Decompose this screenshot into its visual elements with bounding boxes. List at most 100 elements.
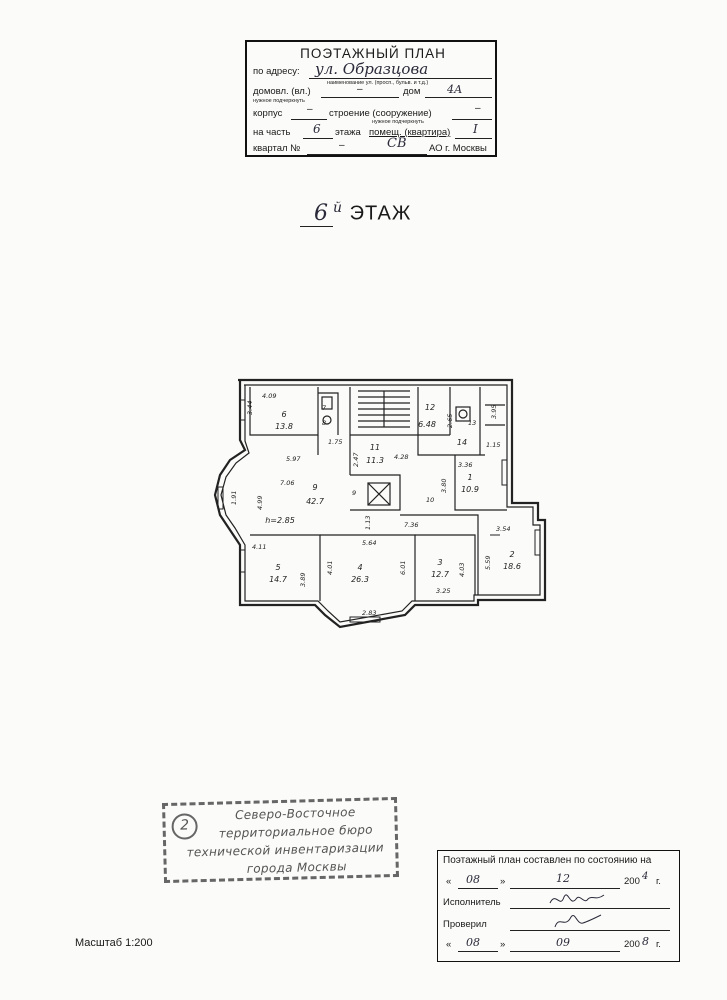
height-note: h=2.85 xyxy=(265,516,295,525)
quote-close-2: » xyxy=(500,939,506,950)
executor-signature xyxy=(549,894,605,904)
year-g: г. xyxy=(656,876,661,887)
street-value: ул. Образцова xyxy=(315,60,429,78)
room-4-num: 4 xyxy=(357,563,362,572)
floor-underline xyxy=(303,138,333,139)
room-6-num: 6 xyxy=(281,410,286,419)
wall-lift xyxy=(350,474,401,511)
day-underline xyxy=(458,888,498,889)
room-5-num: 5 xyxy=(275,563,280,572)
domovl-value: – xyxy=(357,84,363,95)
korpus-value: – xyxy=(307,104,313,115)
checked-day: 08 xyxy=(466,936,480,949)
ao-label: АО г. Москвы xyxy=(429,143,487,154)
checked-month-underline xyxy=(510,951,620,952)
status-title: Поэтажный план составлен по состоянию на xyxy=(443,855,652,866)
year-prefix: 200 xyxy=(624,876,640,887)
etazha-label: этажа xyxy=(335,127,361,138)
checked-day-underline xyxy=(458,951,498,952)
dim-30: 7 xyxy=(322,404,327,412)
dim-22: 6.01 xyxy=(399,561,407,575)
dim-21: 5.64 xyxy=(362,539,376,547)
korpus-underline xyxy=(291,119,327,120)
kvartal-underline xyxy=(307,154,427,155)
plan-title: ПОЭТАЖНЫЙ ПЛАН xyxy=(300,46,446,61)
outer-wall xyxy=(213,378,547,629)
dim-10: 3.36 xyxy=(458,461,472,469)
dim-11: 3.80 xyxy=(440,479,448,493)
checked-label: Проверил xyxy=(443,919,487,930)
domovl-underline xyxy=(321,97,399,98)
pomesch-label: помещ. (квартира) xyxy=(369,127,451,138)
room-11-area: 11.3 xyxy=(366,456,384,465)
wall-d xyxy=(417,387,485,456)
dim-4: 1.75 xyxy=(328,438,342,446)
dim-17: 3.54 xyxy=(496,525,510,533)
day-value: 08 xyxy=(466,873,480,886)
room-9-area: 42.7 xyxy=(306,497,325,506)
room-3-area: 12.7 xyxy=(431,570,450,579)
room-14-num: 14 xyxy=(457,438,467,447)
room-3-num: 3 xyxy=(437,558,442,567)
dim-2: 3.44 xyxy=(246,401,254,415)
windows xyxy=(217,399,541,623)
chast-label: на часть xyxy=(253,127,291,138)
kvartal-label: квартал № xyxy=(253,143,301,154)
stamp-line-2: территориальное бюро xyxy=(218,822,373,841)
domovl-label: домовл. (вл.) xyxy=(253,86,311,97)
room-11-num: 11 xyxy=(370,443,380,452)
stamp-number: 2 xyxy=(171,813,198,840)
wall-room-6 xyxy=(249,387,319,436)
dim-18: 4.11 xyxy=(252,543,266,551)
dim-9: 1.15 xyxy=(486,441,500,449)
floor-label: ЭТАЖ xyxy=(349,202,412,225)
stamp-line-1: Северо-Восточное xyxy=(234,805,356,823)
checked-underline xyxy=(510,930,670,931)
dim-23: 4.03 xyxy=(458,563,466,577)
wall-room-1 xyxy=(454,455,507,511)
status-form: Поэтажный план составлен по состоянию на… xyxy=(437,850,680,962)
stamp-line-3: технической инвентаризации xyxy=(186,840,385,860)
dim-15: 1.13 xyxy=(364,516,372,530)
dim-16: 7.36 xyxy=(404,521,418,529)
ao-value: СВ xyxy=(387,136,407,151)
dim-27: 9 xyxy=(352,489,356,497)
checker-signature xyxy=(554,914,602,928)
dim-19: 3.89 xyxy=(299,573,307,587)
sanitary-fixtures xyxy=(321,396,471,425)
dim-6: 4.28 xyxy=(394,453,408,461)
room-1-area: 10.9 xyxy=(461,485,479,494)
dim-28: 10 xyxy=(426,496,434,504)
dim-7: 2.65 xyxy=(446,414,454,428)
checked-year-g: г. xyxy=(656,939,661,950)
checked-month: 09 xyxy=(556,936,570,949)
room-12-num: 12 xyxy=(425,403,435,412)
room-1-num: 1 xyxy=(467,473,472,482)
checked-year-prefix: 200 xyxy=(624,939,640,950)
stamp-line-4: города Москвы xyxy=(246,859,347,876)
dimension-labels: 4.09 3.44 5.97 1.75 2.47 4.28 2.65 3.95 … xyxy=(230,392,510,617)
year-suffix: 4 xyxy=(642,871,649,882)
floor-number: 6 xyxy=(300,200,333,227)
dim-26: 2.83 xyxy=(362,609,376,617)
hint-1: нужное подчеркнуть xyxy=(253,98,305,104)
quote-open-2: « xyxy=(446,939,452,950)
dim-29: 8 xyxy=(322,419,326,427)
address-label: по адресу: xyxy=(253,66,300,77)
wall-g xyxy=(485,404,505,426)
address-underline xyxy=(309,78,492,79)
month-value: 12 xyxy=(556,872,570,885)
floor-value: 6 xyxy=(313,122,321,136)
hint-2: нужное подчеркнуть xyxy=(372,119,424,125)
stroenie-value: – xyxy=(475,103,481,114)
pomesch-value: I xyxy=(473,122,478,136)
room-12-area: 6.48 xyxy=(418,420,436,429)
dim-5: 2.47 xyxy=(352,452,360,467)
quote-close-1: » xyxy=(500,876,506,887)
dom-label: дом xyxy=(403,86,421,97)
header-form: ПОЭТАЖНЫЙ ПЛАН по адресу: ул. Образцова … xyxy=(245,40,497,157)
room-labels: 6 13.8 12 6.48 11 11.3 14 1 10.9 9 42.7 … xyxy=(265,403,521,584)
room-5-area: 14.7 xyxy=(269,575,288,584)
stroenie-label: строение (сооружение) xyxy=(329,108,432,119)
